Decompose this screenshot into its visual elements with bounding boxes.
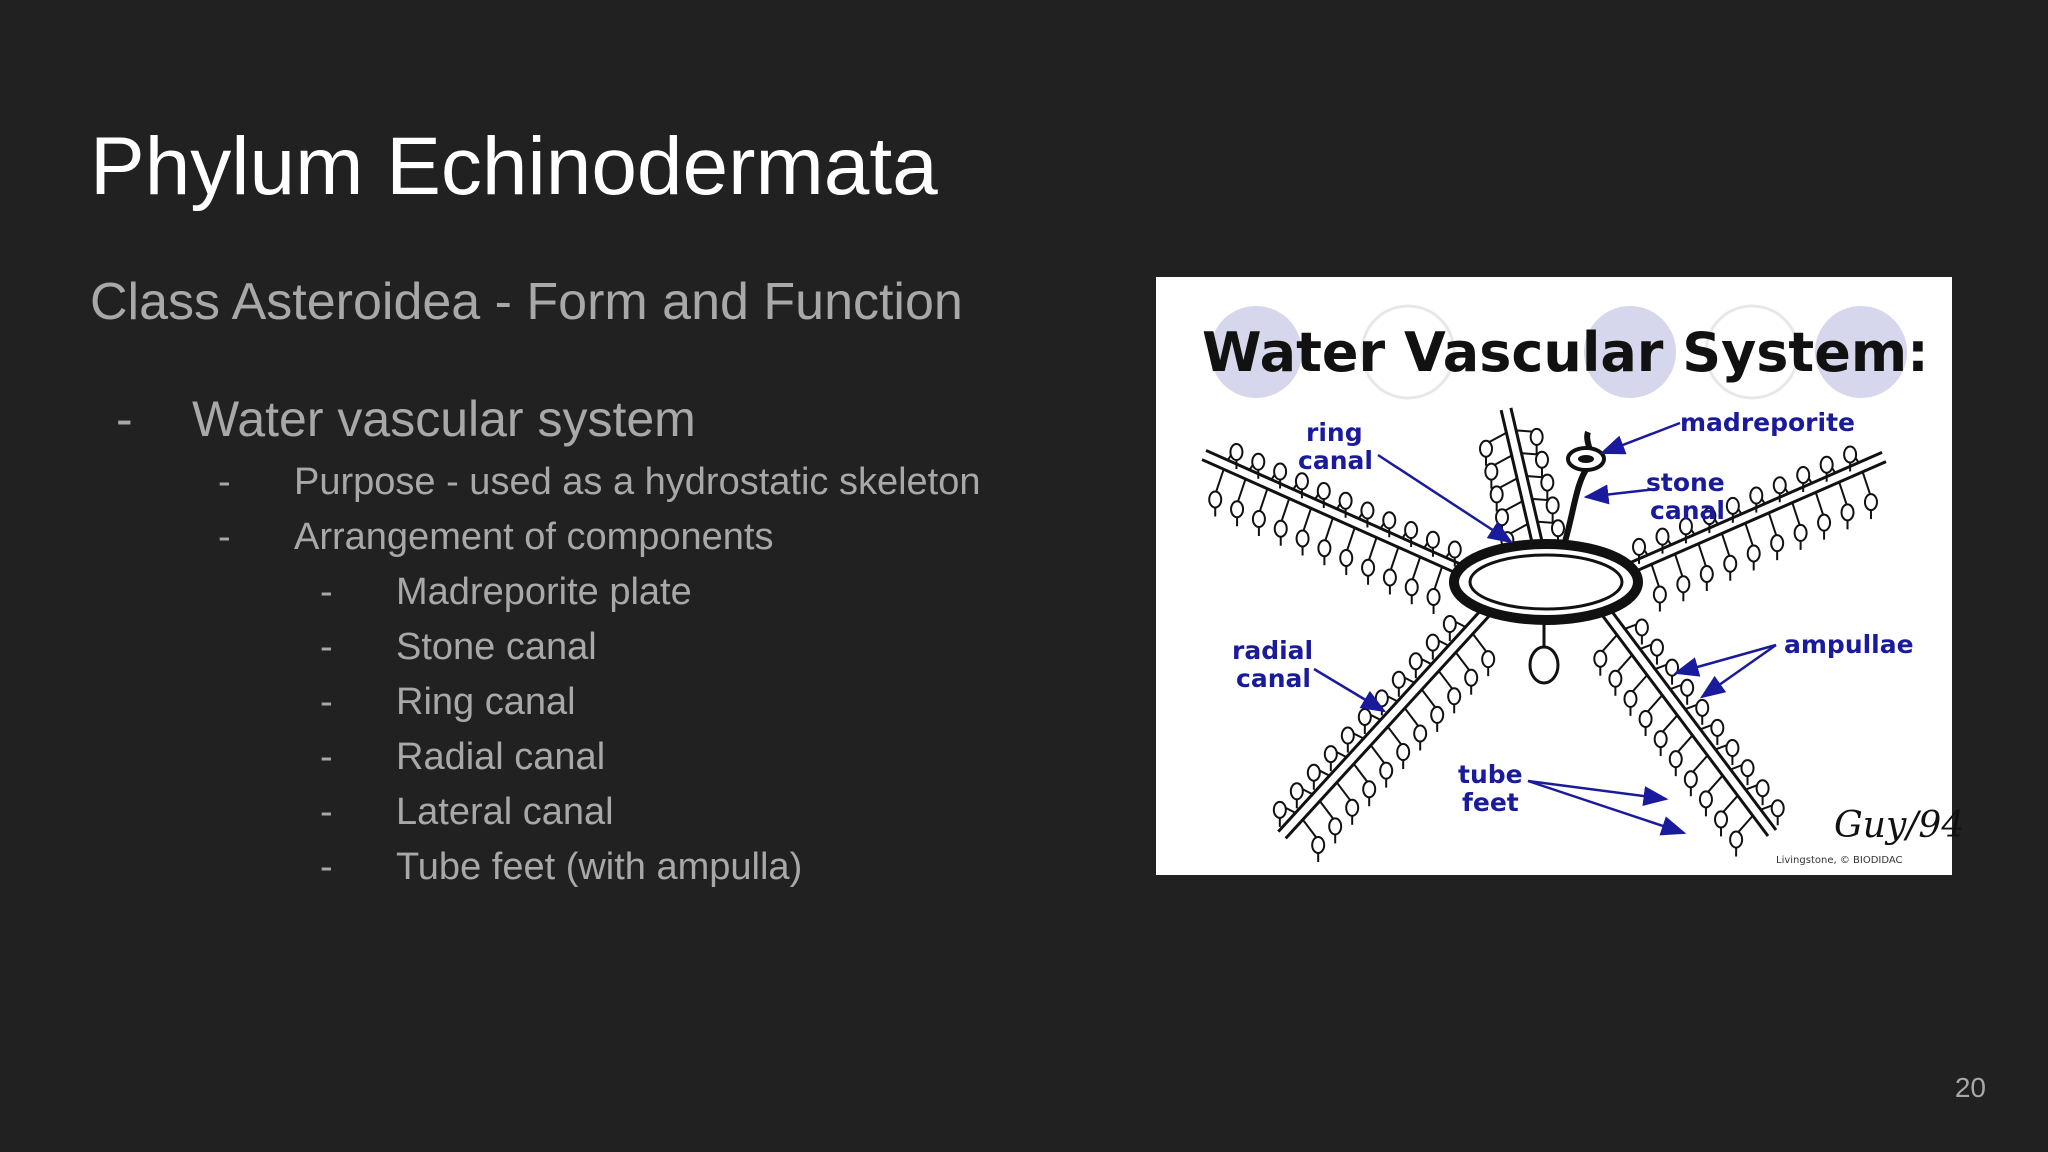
bullet-marker: - [320,626,333,668]
label-ampullae: ampullae [1784,630,1914,659]
madreporite-plate-center [1578,455,1594,463]
starfish-arm [1593,608,1785,857]
bullet-text: Madreporite plate [396,571,692,613]
ring-canal-inner [1468,553,1624,611]
bullet-marker: - [320,571,333,613]
bullet-marker: - [320,681,333,723]
bullet-marker: - [320,846,333,888]
starfish-arm [1623,445,1887,612]
starfish-arm [1479,407,1565,558]
polian-vesicle-bulb [1528,645,1560,685]
bullet-text: Arrangement of components [294,516,774,558]
bullet-marker: - [116,391,133,447]
slide-subtitle: Class Asteroidea - Form and Function [90,273,963,331]
bullet-text: Radial canal [396,736,606,778]
starfish-arm [1272,607,1496,862]
page-number: 20 [1954,1072,1986,1103]
label-tube-feet: feet [1462,788,1519,817]
label-ring: ring [1306,418,1363,447]
label-stone-canal: canal [1650,496,1725,525]
diagram-svg: Water Vascular System: ring canal ma [1201,304,1964,866]
label-tube: tube [1458,760,1523,789]
bullet-text: Lateral canal [396,791,614,833]
bullet-marker: - [218,516,231,558]
starfish-arm [1201,443,1469,614]
water-vascular-diagram: Water Vascular System: ring canal ma [1156,277,1964,875]
bullet-text: Stone canal [396,626,597,668]
bullet-marker: - [320,791,333,833]
heading-bubbles [1210,304,1907,400]
bullet-text: Tube feet (with ampulla) [396,846,803,888]
label-madreporite: madreporite [1680,408,1855,437]
label-arrows [1313,421,1777,836]
label-radial-canal: canal [1236,664,1311,693]
diagram-heading: Water Vascular System: [1202,321,1929,384]
bullet-marker: - [320,736,333,778]
label-ring-canal: canal [1298,446,1373,475]
bullet-text: Ring canal [396,681,576,723]
label-radial: radial [1232,636,1313,665]
label-stone: stone [1646,468,1725,497]
artist-signature: Guy/94 [1834,805,1964,846]
diagram-labels: ring canal madreporite stone canal radia… [1232,408,1914,817]
bullet-marker: - [218,461,231,503]
bullet-text: Water vascular system [192,391,696,447]
bullet-text: Purpose - used as a hydrostatic skeleton [294,461,981,503]
slide-title: Phylum Echinodermata [90,121,938,212]
image-credit: Livingstone, © BIODIDAC [1776,855,1903,866]
